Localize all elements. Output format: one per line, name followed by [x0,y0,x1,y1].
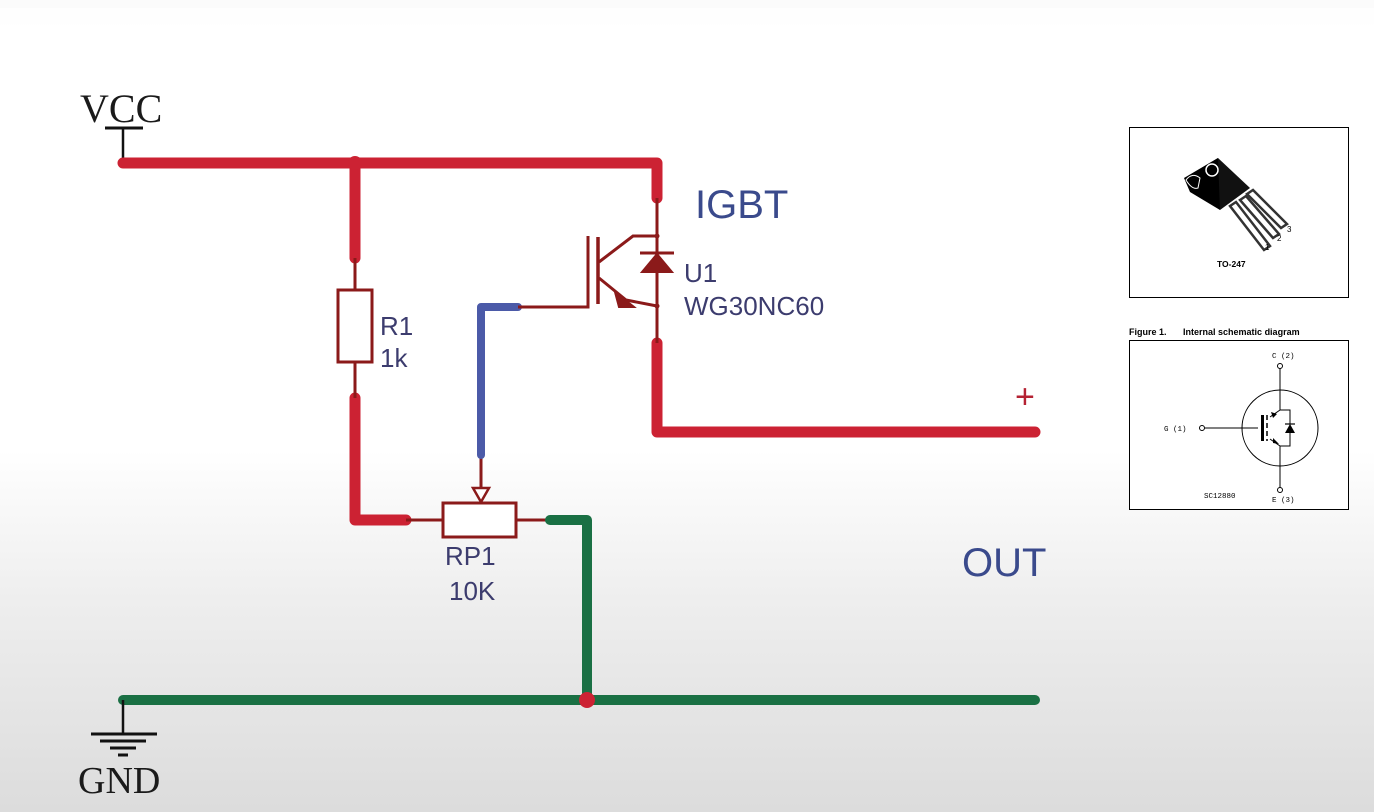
igbt-collector-lead [598,234,657,264]
vcc-junction-dot [348,156,362,170]
package-name: TO-247 [1217,259,1246,269]
package-tab [1184,158,1220,210]
vcc-label: VCC [80,86,162,131]
igbt-emitter-arrow [613,289,637,308]
emitter-terminal [1277,487,1283,493]
gnd-junction-dot [579,692,595,708]
internal-schematic-figure: G (1) C (2) E (3) SC12880 [1129,340,1349,510]
collector-pin-label: C (2) [1272,353,1295,361]
vcc-symbol: VCC [80,86,162,163]
r1-to-rp1-wire [349,392,412,526]
collector-arrow [1271,412,1277,418]
figure-code: SC12880 [1204,493,1236,501]
top-strip [0,0,1374,8]
igbt-internal-schematic: G (1) C (2) E (3) SC12880 [1164,353,1319,505]
package-figure: 1 2 3 TO-247 [1129,127,1349,298]
package-notch [1185,174,1201,189]
gate-terminal [1199,425,1205,431]
igbt-part-number: WG30NC60 [684,291,824,321]
package-lead-2 [1238,194,1281,240]
to247-package-icon: 1 2 3 TO-247 [1184,158,1292,269]
package-pin-2-label: 2 [1277,234,1282,243]
r1-designator: R1 [380,311,413,341]
collector-terminal [1277,363,1283,369]
igbt-collector-node [654,233,660,239]
gnd-symbol [91,700,157,757]
package-lead-3 [1245,188,1289,230]
igbt-designator: U1 [684,258,717,288]
package-pin-3-label: 3 [1287,225,1292,234]
gate-lead [518,236,590,309]
figure-caption: Figure 1. Internal schematic diagram [1129,327,1300,337]
out-label: OUT [962,541,1046,585]
emitter-pin-label: E (3) [1272,497,1295,505]
freewheel-diode-triangle [1285,424,1295,433]
rp1-body [441,501,518,539]
rp1-value: 10K [449,576,496,606]
rp1-potentiometer [406,455,550,539]
rp1-designator: RP1 [445,541,496,571]
emitter-arrow [1273,438,1279,444]
r1-value: 1k [380,343,408,373]
diode-triangle [639,252,675,273]
gate-net-wire [477,303,522,459]
gate-pin-label: G (1) [1164,426,1187,434]
out-plus-wire [651,337,1041,438]
package-lead-1 [1228,200,1272,252]
out-plus-label: + [1015,378,1035,416]
gnd-net [118,515,1040,705]
gate-plate [1261,415,1264,441]
vcc-rail-wire [117,157,663,204]
gnd-label: GND [78,760,160,802]
vcc-net [117,157,1041,526]
igbt-symbol [596,198,675,343]
package-pin-1-label: 1 [1265,243,1270,252]
r1-resistor [336,258,374,398]
figure-number: Figure 1. [1129,327,1167,337]
igbt-emitter-node [654,303,660,309]
r1-body [336,288,374,364]
igbt-title: IGBT [695,183,788,227]
rp1-wiper-arrow [470,486,492,505]
package-mounting-hole [1205,163,1219,177]
rp1-to-gnd-wire [545,515,592,705]
figure-title: Internal schematic diagram [1183,327,1300,337]
